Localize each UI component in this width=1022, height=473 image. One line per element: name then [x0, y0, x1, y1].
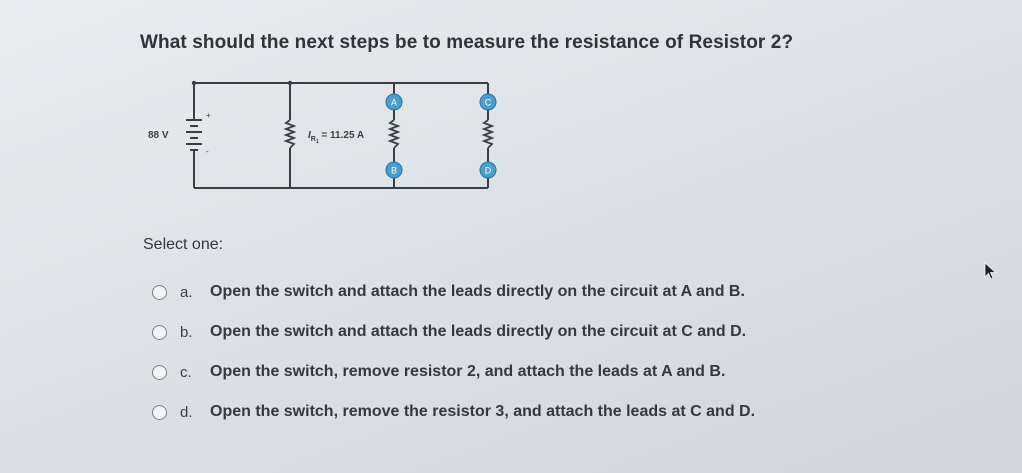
node-c-label: C — [485, 98, 492, 108]
junction-dot — [287, 80, 293, 86]
current-label: IR1 = 11.25 A — [308, 130, 364, 145]
select-one-label: Select one: — [143, 236, 224, 253]
current-subscript: R — [311, 136, 316, 143]
resistor-2 — [387, 119, 401, 149]
option-b-letter: b. — [180, 323, 193, 341]
battery-plus: + — [206, 111, 211, 120]
option-c[interactable]: c. Open the switch, remove resistor 2, a… — [152, 352, 872, 392]
option-c-text[interactable]: Open the switch, remove resistor 2, and … — [210, 363, 726, 380]
node-d: D — [479, 161, 497, 179]
node-b-label: B — [391, 166, 397, 176]
radio-option-d[interactable] — [152, 404, 167, 420]
current-subsubscript: 1 — [316, 139, 319, 145]
node-a: A — [385, 93, 403, 111]
radio-option-c[interactable] — [152, 364, 167, 380]
battery-minus: - — [206, 147, 209, 156]
node-b: B — [385, 161, 403, 179]
node-d-label: D — [485, 166, 492, 176]
option-a[interactable]: a. Open the switch and attach the leads … — [152, 272, 872, 312]
radio-option-a[interactable] — [152, 284, 167, 300]
option-b[interactable]: b. Open the switch and attach the leads … — [152, 312, 872, 352]
option-a-letter: a. — [180, 283, 193, 301]
radio-option-b[interactable] — [152, 324, 167, 340]
node-a-label: A — [391, 98, 397, 108]
mouse-cursor-icon — [984, 262, 997, 280]
option-a-text[interactable]: Open the switch and attach the leads dir… — [210, 283, 745, 300]
node-c: C — [479, 93, 497, 111]
circuit-diagram: + - 88 V IR1 = 11.25 A A B C D — [148, 80, 497, 189]
resistor-1 — [283, 119, 297, 149]
option-d-text[interactable]: Open the switch, remove the resistor 3, … — [210, 403, 756, 420]
answer-options: a. Open the switch and attach the leads … — [152, 272, 872, 432]
question-text: What should the next steps be to measure… — [140, 32, 794, 53]
option-d-letter: d. — [180, 403, 193, 421]
option-b-text[interactable]: Open the switch and attach the leads dir… — [210, 323, 747, 340]
voltage-label: 88 V — [148, 130, 169, 141]
current-symbol: I — [308, 130, 311, 141]
junction-dot — [191, 80, 197, 86]
current-value: 11.25 A — [330, 130, 364, 141]
battery-symbol — [186, 119, 202, 151]
circuit-wires — [193, 82, 489, 189]
option-c-letter: c. — [180, 363, 192, 381]
option-d[interactable]: d. Open the switch, remove the resistor … — [152, 392, 872, 432]
resistor-3 — [481, 119, 495, 149]
